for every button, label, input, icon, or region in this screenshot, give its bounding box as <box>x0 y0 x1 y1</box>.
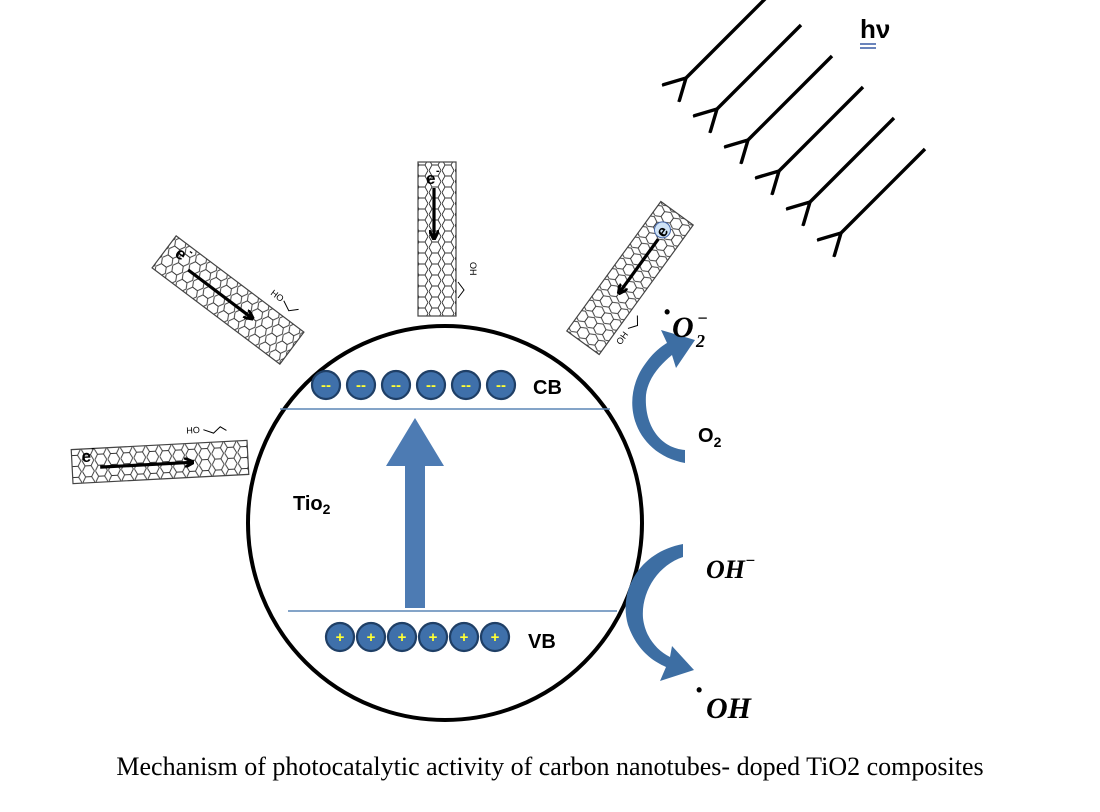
hole-sphere: + <box>355 621 387 653</box>
svg-text:--: -- <box>461 377 471 394</box>
hole-sphere: + <box>479 621 511 653</box>
svg-text:--: -- <box>321 377 331 394</box>
superoxide-radical: O <box>672 311 694 344</box>
tio2-label: Tio2 <box>293 493 331 517</box>
electron-charge-top: - <box>436 165 440 177</box>
light-ray-arrow <box>748 54 834 140</box>
electron-sphere: -- <box>485 369 517 401</box>
hydroxyl-radical: OH <box>706 692 753 725</box>
electron-label-left: e <box>81 447 91 466</box>
electron-sphere: -- <box>345 369 377 401</box>
hydroxyl-dot: • <box>696 680 702 700</box>
nanotube-top: e - OH <box>417 161 478 317</box>
light-ray-arrow <box>717 23 803 109</box>
electron-label-top: e <box>426 169 435 188</box>
svg-text:+: + <box>398 629 407 646</box>
cb-label: CB <box>533 377 562 399</box>
light-rays <box>686 0 927 233</box>
svg-text:+: + <box>336 629 345 646</box>
hole-sphere: + <box>417 621 449 653</box>
light-ray-arrow <box>686 0 767 78</box>
vb-label: VB <box>528 631 556 653</box>
light-ray-arrow <box>810 116 896 202</box>
nanotube-right: e OH <box>565 200 695 356</box>
oxidation-curved-arrow <box>625 544 694 681</box>
svg-text:--: -- <box>496 377 506 394</box>
hole-sphere: + <box>324 621 356 653</box>
light-ray-arrow <box>841 147 927 233</box>
superoxide-sub: 2 <box>695 331 705 351</box>
electron-charge-left: - <box>91 442 96 454</box>
acid-group-top: OH <box>468 262 478 276</box>
svg-text:+: + <box>429 629 438 646</box>
oxygen-label: O2 <box>698 425 722 450</box>
svg-text:+: + <box>367 629 376 646</box>
svg-text:+: + <box>491 629 500 646</box>
tio2-particle <box>246 324 644 722</box>
hole-sphere: + <box>386 621 418 653</box>
electron-sphere: -- <box>415 369 447 401</box>
hole-sphere: + <box>448 621 480 653</box>
electron-charge-upper-left: - <box>186 246 196 258</box>
figure-caption: Mechanism of photocatalytic activity of … <box>116 752 984 781</box>
svg-text:--: -- <box>356 377 366 394</box>
nanotube-left: e - HO <box>70 425 250 485</box>
electron-sphere: -- <box>310 369 342 401</box>
excitation-arrow <box>386 418 444 608</box>
electron-sphere: -- <box>450 369 482 401</box>
reduction-curved-arrow <box>632 330 695 463</box>
electron-sphere: -- <box>380 369 412 401</box>
nanotube-upper-left: e - HO <box>151 235 305 365</box>
electrons-row: -- -- -- -- -- -- <box>310 369 517 401</box>
holes-row: + + + + + + <box>324 621 511 653</box>
superoxide-dot: • <box>664 302 670 322</box>
superoxide-sup: − <box>697 308 708 328</box>
svg-text:+: + <box>460 629 469 646</box>
light-label: hν <box>860 14 890 44</box>
svg-text:--: -- <box>391 377 401 394</box>
light-ray-arrow <box>779 85 865 171</box>
hydroxide-label: OH− <box>706 551 755 584</box>
acid-group-right: OH <box>614 330 630 347</box>
acid-group-left: HO <box>186 425 200 436</box>
svg-text:--: -- <box>426 377 436 394</box>
acid-group-upper-left: HO <box>269 288 286 304</box>
